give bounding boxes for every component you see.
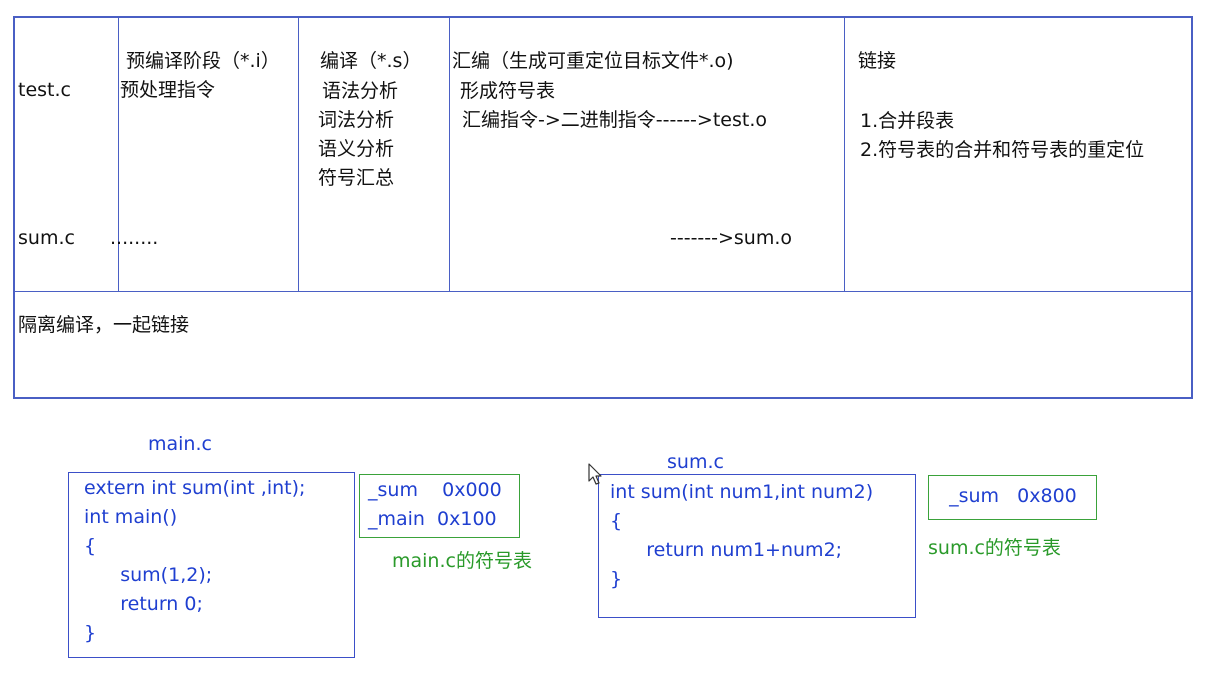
code-line: int main() xyxy=(84,506,178,528)
stage-compile-item: 语法分析 xyxy=(322,80,399,102)
sum-c-code-box: int sum(int num1,int num2) { return num1… xyxy=(598,474,916,618)
code-line: sum(1,2); xyxy=(84,564,213,586)
stage-assemble-line: 形成符号表 xyxy=(460,80,556,102)
stage-preprocess-sum: ........ xyxy=(110,227,159,249)
main-c-symbol-table: _sum 0x000 _main 0x100 xyxy=(359,474,520,538)
code-line: } xyxy=(84,622,97,644)
sum-c-symbol-table: _sum 0x800 xyxy=(928,475,1097,520)
stage-assemble-title: 汇编（生成可重定位目标文件*.o) xyxy=(452,50,734,72)
row-divider xyxy=(13,291,1193,292)
main-c-code-box: extern int sum(int ,int); int main() { s… xyxy=(68,472,355,658)
sum-c-title: sum.c xyxy=(667,451,724,473)
code-line: int sum(int num1,int num2) xyxy=(610,481,874,503)
code-line: return num1+num2; xyxy=(610,539,843,561)
symbol-entry: _sum 0x000 xyxy=(368,479,502,501)
column-divider xyxy=(449,16,450,292)
stage-compile-title: 编译（*.s） xyxy=(320,50,422,72)
row-label-sum: sum.c xyxy=(18,227,75,249)
code-line: } xyxy=(610,568,623,590)
sum-c-symbol-caption: sum.c的符号表 xyxy=(928,537,1061,559)
symbol-entry: _main 0x100 xyxy=(368,508,497,530)
stage-preprocess-title: 预编译阶段（*.i） xyxy=(126,50,280,72)
stage-assemble-line: 汇编指令->二进制指令------>test.o xyxy=(462,109,767,131)
stage-compile-item: 语义分析 xyxy=(318,138,395,160)
symbol-entry: _sum 0x800 xyxy=(937,485,1077,507)
stage-assemble-sum: ------->sum.o xyxy=(670,227,793,249)
stage-link-item: 2.符号表的合并和符号表的重定位 xyxy=(860,139,1145,161)
table-footer: 隔离编译，一起链接 xyxy=(18,314,190,336)
code-line: extern int sum(int ,int); xyxy=(84,477,306,499)
mouse-pointer-icon xyxy=(588,463,602,485)
code-line: { xyxy=(610,510,623,532)
stage-compile-item: 词法分析 xyxy=(318,109,395,131)
stage-compile-item: 符号汇总 xyxy=(318,167,395,189)
column-divider xyxy=(298,16,299,292)
code-line: return 0; xyxy=(84,593,203,615)
stage-link-item: 1.合并段表 xyxy=(860,110,955,132)
column-divider xyxy=(118,16,119,292)
row-label-test: test.c xyxy=(18,79,71,101)
column-divider xyxy=(844,16,845,292)
stage-link-title: 链接 xyxy=(858,50,897,72)
stage-preprocess-line: 预处理指令 xyxy=(120,79,216,101)
main-c-title: main.c xyxy=(148,433,212,455)
code-line: { xyxy=(84,535,97,557)
compilation-table xyxy=(13,16,1193,399)
main-c-symbol-caption: main.c的符号表 xyxy=(392,550,532,572)
